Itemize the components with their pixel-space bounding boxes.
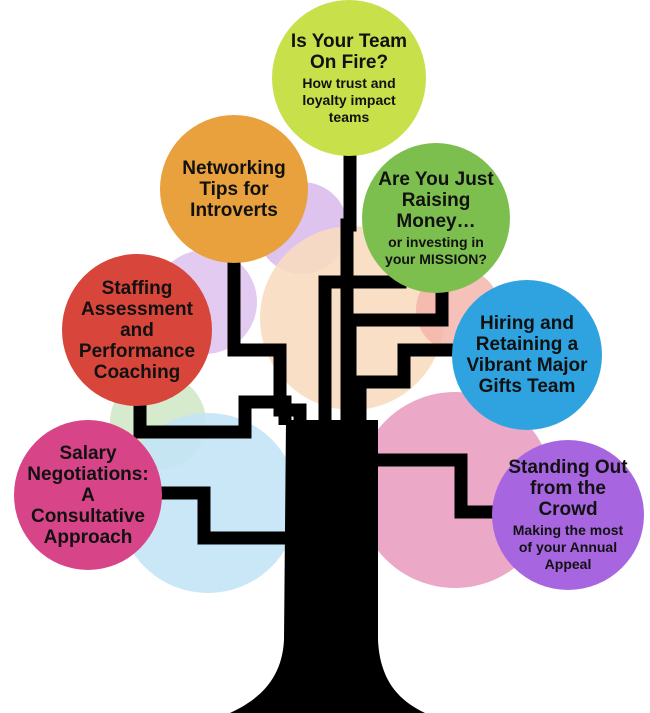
bubble-team-on-fire[interactable]: Is Your Team On Fire? How trust and loya… — [272, 0, 426, 156]
trunk — [230, 420, 425, 713]
bubble-hiring[interactable]: Hiring and Retaining a Vibrant Major Gif… — [452, 280, 602, 430]
bubble-title: Networking Tips for Introverts — [182, 157, 286, 221]
branch-networking — [227, 262, 307, 425]
bubble-staffing[interactable]: Staffing Assessment and Performance Coac… — [62, 254, 212, 406]
bubble-standing-out[interactable]: Standing Out from the Crowd Making the m… — [492, 440, 644, 590]
branch-standing-out — [378, 453, 498, 519]
bubble-title: Staffing Assessment and Performance Coac… — [78, 277, 196, 383]
bubble-title: Are You Just Raising Money… — [378, 168, 494, 232]
bubble-title: Standing Out from the Crowd — [508, 457, 628, 520]
branch-salary — [160, 486, 285, 545]
bubble-subtitle: How trust and loyalty impact teams — [302, 74, 396, 125]
branch-hiring-lower — [353, 343, 462, 425]
bubble-subtitle: or investing in your MISSION? — [385, 233, 487, 267]
bubble-raising-money[interactable]: Are You Just Raising Money… or investing… — [362, 143, 510, 293]
branch-hiring — [343, 290, 449, 425]
bubble-salary[interactable]: Salary Negotiations: A Consultative Appr… — [14, 420, 162, 570]
bubble-title: Hiring and Retaining a Vibrant Major Gif… — [466, 313, 588, 397]
bubble-title: Salary Negotiations: A Consultative Appr… — [27, 442, 149, 548]
bubble-subtitle: Making the most of your Annual Appeal — [512, 522, 624, 572]
bubble-title: Is Your Team On Fire? — [290, 30, 408, 73]
bubble-networking[interactable]: Networking Tips for Introverts — [160, 115, 308, 263]
branch-staffing — [133, 395, 292, 439]
